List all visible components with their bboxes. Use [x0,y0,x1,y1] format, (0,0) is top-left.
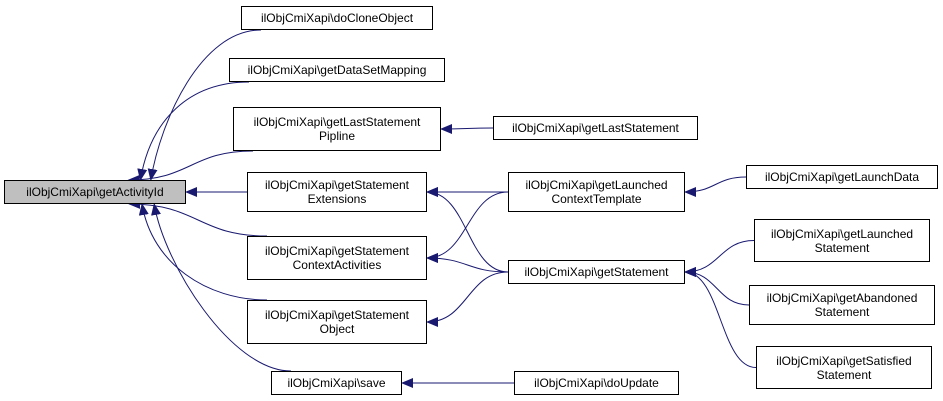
node-label-line: ilObjCmiXapi\doCloneObject [260,11,414,25]
node-label-line: ilObjCmiXapi\getLastStatement [253,115,421,129]
edge-getst-to-sctx [426,253,509,273]
edge-abandoned-to-getst [684,267,750,306]
node-root: ilObjCmiXapi\getActivityId [4,180,186,204]
edge-dataset-to-root [137,81,250,181]
node-label-line: ilObjCmiXapi\doUpdate [534,376,659,390]
node-getst[interactable]: ilObjCmiXapi\getStatement [508,260,685,284]
node-label-line: ilObjCmiXapi\getStatement [264,244,410,258]
node-label-line: ContextTemplate [551,192,642,206]
edge-satisfied-to-getst [684,267,757,368]
node-save[interactable]: ilObjCmiXapi\save [271,371,402,395]
node-label-line: ilObjCmiXapi\getLaunched [525,178,668,192]
edge-clone-to-root [147,29,262,181]
node-label-line: ilObjCmiXapi\getStatement [264,308,410,322]
edge-sobj-to-root [138,203,268,301]
node-label-line: ilObjCmiXapi\save [287,376,386,390]
node-dataset[interactable]: ilObjCmiXapi\getDataSetMapping [229,58,445,82]
node-label-line: ilObjCmiXapi\getLaunchData [764,170,920,184]
edge-sctx-to-root [128,199,268,237]
edge-getst-to-sobj [426,271,509,327]
edge-getst-to-stext [426,187,509,273]
node-label-line: ContextActivities [292,258,382,272]
node-label-line: ilObjCmiXapi\getLaunched [770,226,914,241]
edge-launchedst-to-getst [684,240,755,277]
edge-lastpipline-to-root [127,150,254,185]
node-lastst[interactable]: ilObjCmiXapi\getLastStatement [493,116,698,140]
node-label-line: ilObjCmiXapi\getSatisfied [776,353,912,368]
node-label-line: Object [319,322,355,336]
node-label-line: Statement [814,305,870,319]
node-label-line: Pipline [318,129,356,143]
node-label-line: ilObjCmiXapi\getLastStatement [512,121,679,135]
edge-save-to-root [151,203,292,372]
edge-launchctx-to-sctx [426,191,509,263]
node-label-line: ilObjCmiXapi\getStatement [264,178,410,192]
edge-launchdata-to-launchctx [684,176,747,197]
node-update[interactable]: ilObjCmiXapi\doUpdate [514,371,679,395]
node-label-line: ilObjCmiXapi\getStatement [524,265,669,279]
node-label-line: ilObjCmiXapi\getAbandoned [766,291,918,305]
node-label-line: ilObjCmiXapi\getActivityId [26,185,164,199]
node-launchdata[interactable]: ilObjCmiXapi\getLaunchData [746,165,938,189]
node-label-line: Statement [814,240,870,255]
edge-lastst-to-lastpipline [440,123,494,134]
node-clone[interactable]: ilObjCmiXapi\doCloneObject [241,6,433,30]
node-label-line: Statement [816,367,872,382]
node-label-line: ilObjCmiXapi\getDataSetMapping [247,63,427,77]
node-label-line: Extensions [307,192,367,206]
